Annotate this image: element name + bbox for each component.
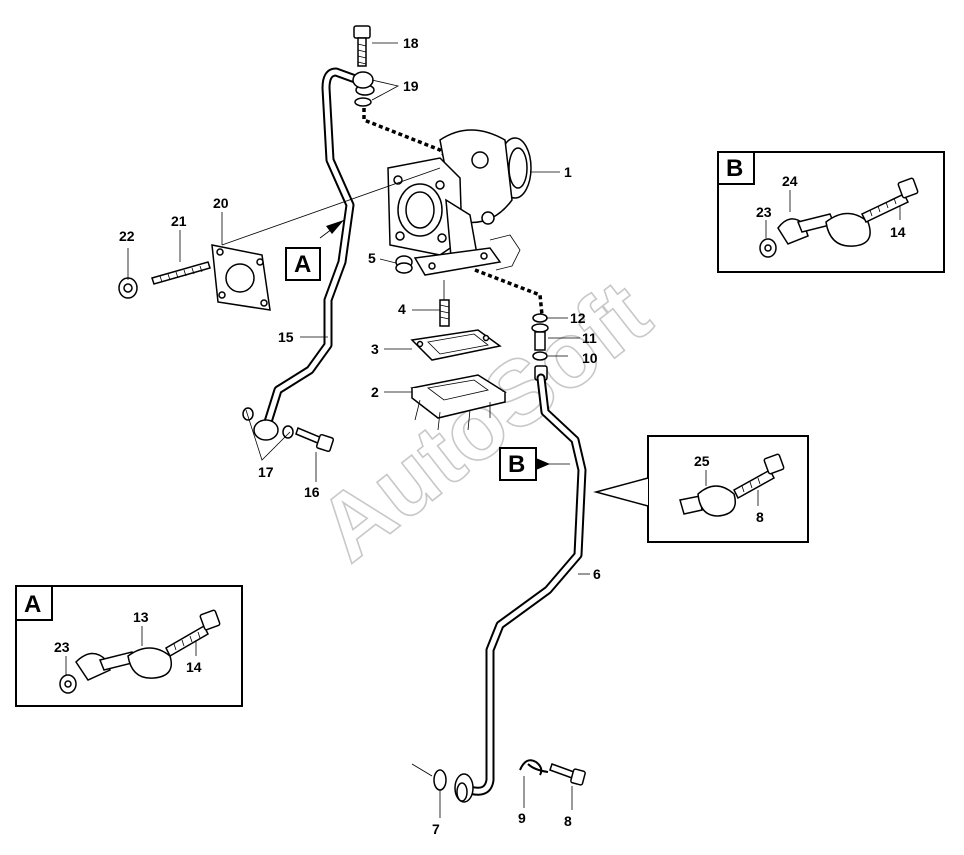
detail-b-top-label-14: 14 bbox=[890, 224, 906, 240]
detail-a: A 13 23 14 bbox=[15, 585, 243, 707]
label-17: 17 bbox=[258, 464, 274, 480]
banjo-fitting-top bbox=[352, 71, 375, 107]
detail-b-mid-label-8: 8 bbox=[756, 509, 764, 525]
label-11: 11 bbox=[582, 330, 597, 346]
oil-pipe-6 bbox=[454, 373, 587, 803]
stud-21 bbox=[151, 261, 211, 285]
detail-a-letter: A bbox=[24, 591, 41, 618]
detail-b-top-letter: B bbox=[726, 155, 743, 182]
callout-b-letter: B bbox=[508, 451, 525, 478]
label-12: 12 bbox=[570, 310, 586, 326]
stud-4 bbox=[439, 280, 450, 327]
guide-line-right bbox=[474, 268, 544, 316]
gasket-20 bbox=[211, 244, 271, 311]
label-22: 22 bbox=[119, 228, 135, 244]
o-ring-7 bbox=[433, 769, 447, 791]
nut-22 bbox=[118, 277, 138, 299]
detail-b-mid: 25 8 bbox=[593, 435, 809, 543]
part-labels: 18 19 1 20 21 22 5 4 3 2 15 17 16 12 11 … bbox=[119, 35, 601, 837]
detail-a-label-13: 13 bbox=[133, 609, 149, 625]
detail-a-label-14: 14 bbox=[186, 659, 202, 675]
label-3: 3 bbox=[371, 341, 379, 357]
label-19: 19 bbox=[403, 78, 419, 94]
label-1: 1 bbox=[564, 164, 572, 180]
label-21: 21 bbox=[171, 213, 187, 229]
label-9: 9 bbox=[518, 810, 526, 826]
label-15: 15 bbox=[278, 329, 294, 345]
label-2: 2 bbox=[371, 384, 379, 400]
label-8: 8 bbox=[564, 813, 572, 829]
label-18: 18 bbox=[403, 35, 419, 51]
clip-9 bbox=[519, 759, 549, 776]
label-10: 10 bbox=[582, 350, 598, 366]
label-16: 16 bbox=[304, 484, 320, 500]
oil-pipe-15 bbox=[253, 67, 363, 441]
bolt-8-bottom bbox=[549, 763, 586, 786]
detail-b-mid-label-25: 25 bbox=[694, 453, 710, 469]
label-7: 7 bbox=[432, 821, 440, 837]
turbocharger bbox=[387, 129, 532, 276]
bolt-18 bbox=[353, 25, 371, 67]
label-4: 4 bbox=[398, 301, 406, 317]
detail-b-top: B 24 23 14 bbox=[717, 151, 945, 273]
label-6: 6 bbox=[593, 566, 601, 582]
nut-5 bbox=[395, 255, 413, 274]
guide-line-top bbox=[362, 108, 450, 162]
callout-a-letter: A bbox=[294, 251, 311, 278]
watermark: AutoSoft bbox=[300, 261, 669, 580]
flange-2 bbox=[410, 374, 507, 431]
leader-lines bbox=[127, 42, 590, 818]
callout-b: B bbox=[499, 447, 570, 481]
detail-b-top-label-24: 24 bbox=[782, 173, 798, 189]
detail-a-label-23: 23 bbox=[54, 639, 70, 655]
bolt-16 bbox=[242, 407, 335, 453]
gasket-3 bbox=[410, 329, 502, 361]
label-5: 5 bbox=[368, 250, 376, 266]
detail-b-top-label-23: 23 bbox=[756, 204, 772, 220]
label-20: 20 bbox=[213, 195, 229, 211]
callout-a: A bbox=[285, 219, 345, 281]
